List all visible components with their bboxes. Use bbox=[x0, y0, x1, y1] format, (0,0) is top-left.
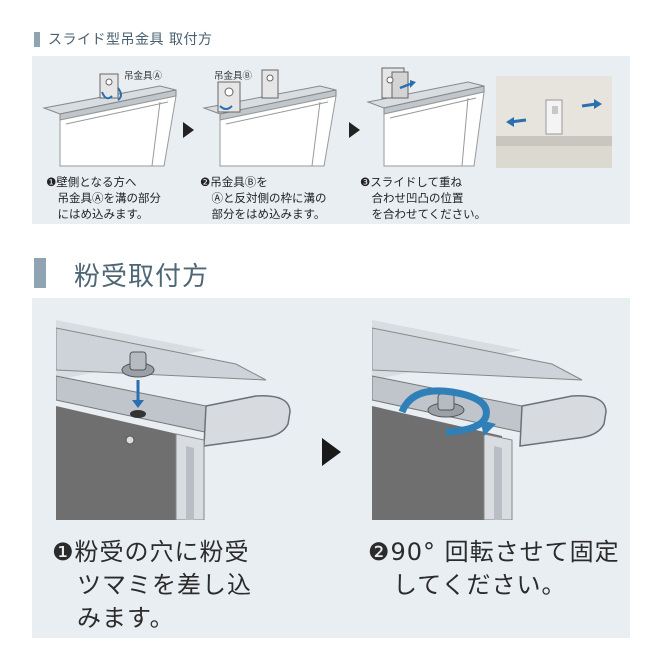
next-step-arrow bbox=[322, 438, 341, 466]
section2-title: 粉受取付方 bbox=[74, 262, 210, 292]
tray-step2-illustration bbox=[372, 320, 607, 520]
hanger-a-label: 吊金具Ⓐ bbox=[124, 71, 163, 82]
next-step-arrow bbox=[183, 122, 194, 138]
step1-caption: ❶壁側となる方へ 吊金具Ⓐを溝の部分 にはめ込みます。 bbox=[46, 175, 161, 221]
step-photo bbox=[496, 76, 612, 168]
step2-illustration bbox=[202, 69, 337, 167]
tray-step1-illustration bbox=[56, 320, 291, 520]
section2-accent-bar bbox=[34, 258, 46, 288]
step3-caption: ❸スライドして重ね 合わせ凹凸の位置 を合わせてください。 bbox=[360, 175, 487, 221]
tray-step1-caption: ❶粉受の穴に粉受 ツマミを差し込 みます。 bbox=[52, 538, 252, 632]
next-step-arrow bbox=[349, 122, 360, 138]
tray-step2-caption: ❷90° 回転させて固定 してください。 bbox=[368, 538, 620, 599]
section1-title: スライド型吊金具 取付方 bbox=[48, 32, 213, 48]
step1-illustration bbox=[42, 73, 177, 167]
hanger-b-label: 吊金具Ⓑ bbox=[214, 71, 253, 82]
section1-accent-bar bbox=[34, 32, 40, 47]
step2-caption: ❷吊金具Ⓑを Ⓐと反対側の枠に溝の 部分をはめ込みます。 bbox=[200, 175, 327, 221]
step3-illustration bbox=[366, 67, 485, 167]
